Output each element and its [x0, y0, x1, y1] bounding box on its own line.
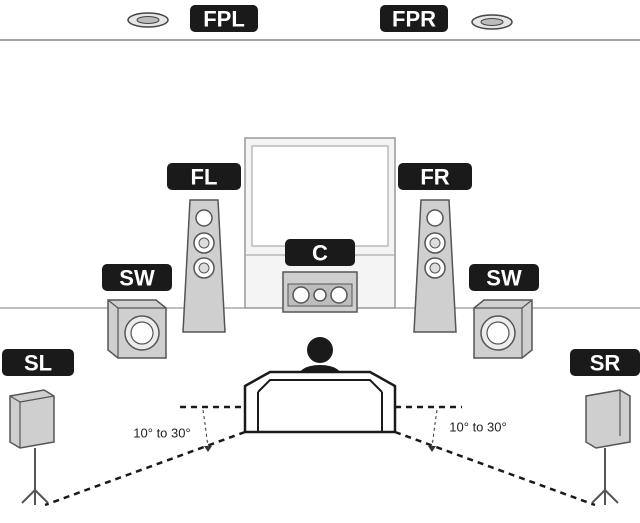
surround-left-speaker-icon [9, 389, 55, 505]
surround-right-speaker-icon [585, 389, 631, 505]
tv-screen [244, 137, 396, 309]
label-sl: SL [2, 349, 74, 376]
angle-guides [44, 405, 596, 507]
ceiling-speaker-right-icon [471, 14, 513, 30]
label-sr-text: SR [590, 351, 621, 376]
front-right-tower-speaker-icon [413, 199, 457, 333]
guide-right-diagonal [394, 430, 596, 507]
label-sr: SR [570, 349, 640, 376]
sofa [243, 370, 397, 434]
subwoofer-left-icon [107, 299, 167, 359]
angle-arrow-left [204, 446, 212, 452]
label-c-text: C [312, 241, 328, 266]
angle-label-left: 10° to 30° [133, 426, 190, 441]
guide-left-diagonal [44, 430, 246, 507]
label-fr-text: FR [420, 165, 449, 190]
label-fpl-text: FPL [203, 7, 245, 32]
label-sw-right-text: SW [486, 266, 522, 291]
subwoofer-right-icon [473, 299, 533, 359]
angle-arrow-right [428, 446, 436, 452]
center-speaker-icon [282, 271, 358, 313]
label-fpl: FPL [190, 5, 258, 32]
label-sl-text: SL [24, 351, 52, 376]
label-fl-text: FL [191, 165, 218, 190]
label-fpr-text: FPR [392, 7, 436, 32]
label-sw-right: SW [469, 264, 539, 291]
label-fpr: FPR [380, 5, 448, 32]
front-left-tower-speaker-icon [182, 199, 226, 333]
angle-label-right: 10° to 30° [449, 420, 506, 435]
angle-arc-left [202, 409, 209, 449]
label-sw-left-text: SW [119, 266, 155, 291]
label-fl: FL [167, 163, 241, 190]
label-c: C [285, 239, 355, 266]
angle-arc-right [431, 409, 438, 449]
label-sw-left: SW [102, 264, 172, 291]
label-fr: FR [398, 163, 472, 190]
ceiling-speaker-left-icon [127, 12, 169, 28]
